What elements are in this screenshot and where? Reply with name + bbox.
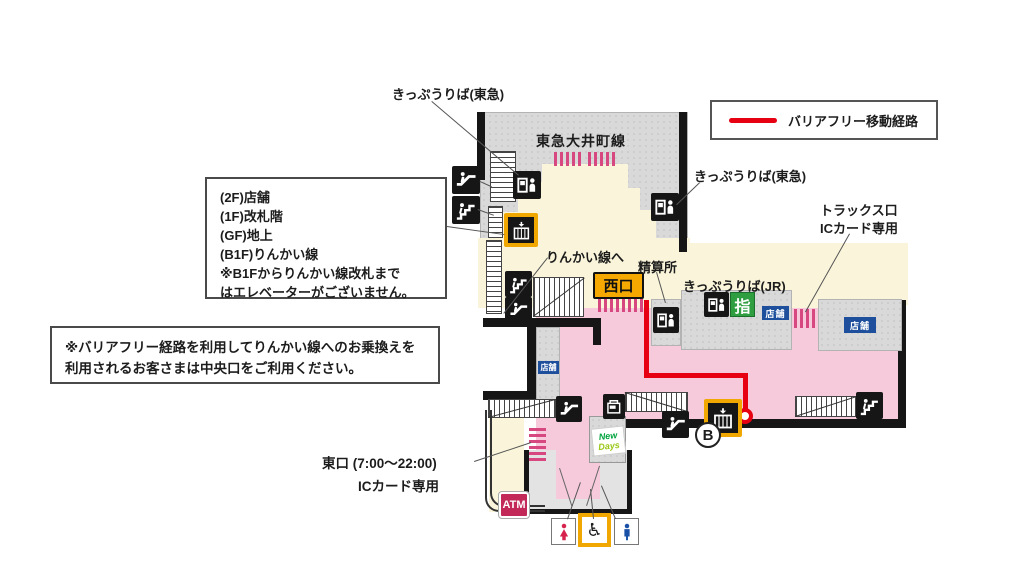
barrier-free-route xyxy=(644,300,649,375)
floor-info-box: (2F)店舗 (1F)改札階 (GF)地上 (B1F)りんかい線 ※B1Fからり… xyxy=(205,177,447,300)
wall-segment xyxy=(477,112,485,180)
transfer-note-box: ※バリアフリー経路を利用してりんかい線へのお乗換えを 利用されるお客さまは中央口… xyxy=(50,326,440,384)
exit-b-marker: B xyxy=(695,422,721,448)
staircase xyxy=(490,151,516,202)
east-exit-note-label: ICカード専用 xyxy=(358,479,439,494)
wall-segment xyxy=(898,300,906,428)
wall-segment xyxy=(593,318,601,345)
wheelchair-toilet-icon: ♿ xyxy=(578,513,611,547)
stairs-icon xyxy=(856,392,883,419)
transfer-note-line: 利用されるお客さまは中央口をご利用ください。 xyxy=(65,361,362,376)
staircase xyxy=(625,392,688,412)
tokyu-ticket-office-label: きっぷうりば(東急) xyxy=(392,87,505,102)
reserved-seat-badge: 指 xyxy=(730,292,755,317)
escalator-icon xyxy=(505,297,532,322)
ticket-machine-icon xyxy=(653,307,679,333)
shop-badge: 店舗 xyxy=(538,361,559,374)
floor-info-line: はエレベーターがございません。 xyxy=(220,285,415,300)
male-toilet-icon xyxy=(614,518,639,545)
west-exit-gates xyxy=(598,299,645,312)
newdays-logo-days: Days xyxy=(597,439,621,453)
floor-info-line: (B1F)りんかい線 xyxy=(220,247,319,262)
tracks-exit-label: トラックス口 xyxy=(820,203,898,218)
wheelchair-icon: ♿ xyxy=(586,520,603,540)
barrier-free-route xyxy=(743,373,748,413)
east-exit-gates xyxy=(529,428,546,464)
staircase xyxy=(486,240,502,314)
shop-badge: 店舗 xyxy=(844,317,876,333)
certificate-machine-icon xyxy=(603,394,625,419)
east-exit-label: 東口 (7:00～22:00) xyxy=(322,456,437,471)
wall-segment xyxy=(527,327,536,404)
tokyu-ticket-gates xyxy=(554,152,584,166)
tracks-exit-note-label: ICカード専用 xyxy=(820,221,899,236)
newdays-logo: New Days xyxy=(590,425,627,457)
stairs-icon xyxy=(452,196,480,224)
tokyu-line-label: 東急大井町線 xyxy=(536,133,626,149)
floor-info-line: (1F)改札階 xyxy=(220,209,283,224)
jr-ticket-office-label: きっぷうりば(JR) xyxy=(683,279,786,294)
ticket-machine-icon xyxy=(651,193,679,221)
floor-info-line: ※B1Fからりんかい線改札まで xyxy=(220,266,401,281)
female-toilet-icon xyxy=(551,518,576,545)
concourse-notch xyxy=(628,188,640,242)
shop-badge: 店舗 xyxy=(762,306,789,320)
floor-info-line: (2F)店舗 xyxy=(220,190,270,205)
transfer-note-line: ※バリアフリー経路を利用してりんかい線へのお乗換えを xyxy=(65,340,416,355)
concourse-notch xyxy=(542,164,628,242)
staircase xyxy=(488,206,503,238)
tokyu-ticket-office-label: きっぷうりば(東急) xyxy=(694,169,807,184)
legend: バリアフリー移動経路 xyxy=(710,100,938,140)
ticket-machine-icon xyxy=(704,292,729,317)
escalator-icon xyxy=(452,166,480,194)
fare-adjustment-label: 精算所 xyxy=(638,260,678,275)
rinkai-line-label: りんかい線へ xyxy=(546,250,625,265)
staircase xyxy=(533,277,584,317)
wall-segment xyxy=(483,318,601,327)
ticket-office-block xyxy=(681,290,792,350)
ticket-machine-icon xyxy=(513,171,541,199)
legend-route-label: バリアフリー移動経路 xyxy=(788,113,919,129)
west-exit-sign: 西口 xyxy=(593,272,644,299)
legend-route-swatch xyxy=(729,117,777,123)
stairs-icon xyxy=(505,271,532,297)
escalator-icon xyxy=(662,411,689,438)
staircase xyxy=(795,396,856,417)
tracks-exit-gates xyxy=(794,309,815,328)
barrier-free-route xyxy=(644,373,748,378)
wall-segment xyxy=(483,391,536,400)
wall-segment xyxy=(679,112,687,252)
escalator-icon xyxy=(556,396,582,422)
elevator-icon xyxy=(504,213,538,247)
wall-segment xyxy=(600,419,906,428)
floor-info-line: (GF)地上 xyxy=(220,228,273,243)
atm-badge: ATM xyxy=(498,491,530,519)
tokyu-ticket-gates xyxy=(588,152,621,166)
